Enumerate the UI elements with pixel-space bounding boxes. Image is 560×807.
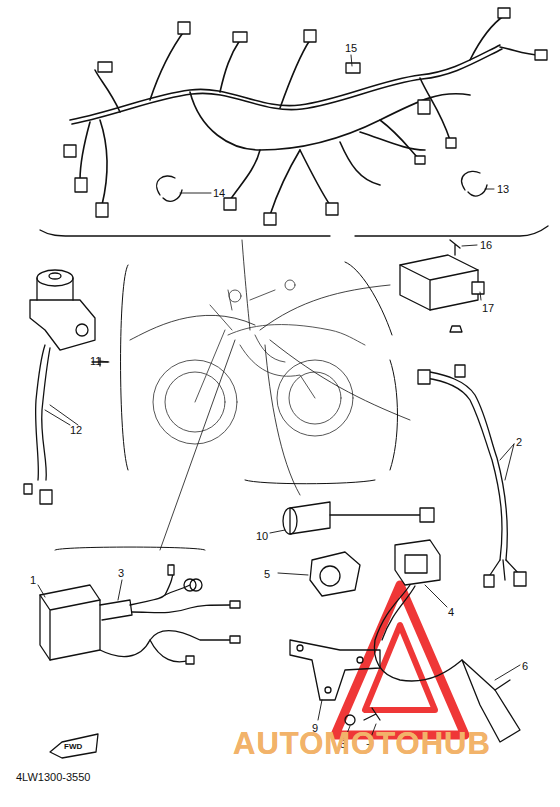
mounting-bracket bbox=[290, 640, 380, 725]
callout-number: 2 bbox=[516, 436, 522, 448]
direction-mark: FWD bbox=[64, 741, 82, 753]
wire-harness bbox=[70, 15, 540, 215]
callout-number: 6 bbox=[522, 660, 528, 672]
location-line bbox=[130, 240, 410, 550]
cable-clamp bbox=[157, 176, 182, 201]
callout-number: 5 bbox=[264, 568, 270, 580]
cdi-unit bbox=[40, 565, 240, 664]
leader-line bbox=[38, 55, 520, 740]
callout-number: 10 bbox=[256, 530, 268, 542]
callout-number: 12 bbox=[70, 424, 82, 436]
cable-clamp bbox=[462, 171, 487, 196]
callout-number: 4 bbox=[448, 606, 454, 618]
forward-arrow bbox=[50, 734, 98, 758]
callout-number: 15 bbox=[345, 42, 357, 54]
harness-connectors bbox=[64, 8, 547, 225]
motorcycle-outline bbox=[153, 280, 365, 444]
ignition-switch bbox=[24, 270, 108, 504]
callout-number: 16 bbox=[480, 239, 492, 251]
group-bracket bbox=[40, 226, 548, 236]
callout-number: 17 bbox=[482, 302, 494, 314]
igniter-parts bbox=[310, 540, 520, 742]
callout-number: 11 bbox=[90, 355, 101, 367]
watermark: AUTOMOTOHUB bbox=[233, 727, 491, 761]
rectifier-regulator bbox=[400, 240, 484, 332]
callout-number: 14 bbox=[213, 187, 225, 199]
watermark-logo bbox=[335, 585, 465, 735]
diagram-code: 4LW1300-3550 bbox=[16, 771, 90, 783]
callout-number: 13 bbox=[497, 183, 509, 195]
callout-number: 3 bbox=[118, 567, 124, 579]
sub-harness bbox=[418, 365, 526, 587]
callout-number: 1 bbox=[30, 574, 36, 586]
condenser bbox=[283, 502, 434, 534]
